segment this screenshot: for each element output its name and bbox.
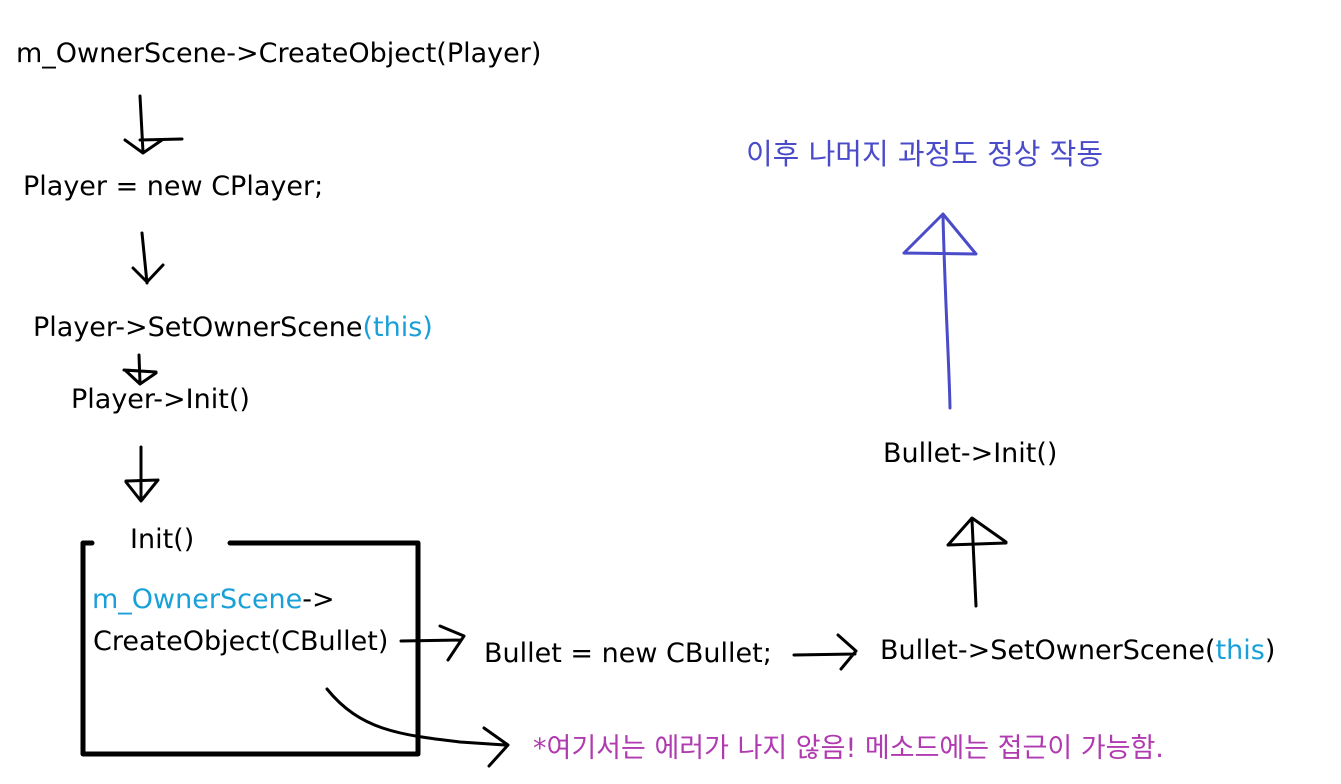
init-box-outline (80, 540, 421, 757)
step-bullet-init: Bullet->Init() (883, 438, 1058, 469)
init-box-line1: m_OwnerScene-> (92, 586, 335, 613)
curve-arrow-to-note (325, 687, 510, 768)
down-arrow-3 (122, 353, 158, 386)
owner-scene-member: m_OwnerScene (92, 584, 303, 615)
note-remaining-steps: 이후 나머지 과정도 정상 작동 (746, 137, 1104, 171)
step-create-object-player: m_OwnerScene->CreateObject(Player) (16, 38, 542, 69)
down-arrow-2 (131, 231, 165, 285)
right-arrow-to-new-bullet (399, 624, 466, 662)
this-argument: (this) (362, 312, 433, 343)
init-box-line2: CreateObject(CBullet) (93, 626, 389, 657)
set-owner-scene-call: Player->SetOwnerScene (33, 312, 363, 343)
down-arrow-4 (124, 445, 160, 503)
step-set-owner-scene: Player->SetOwnerScene(this) (33, 314, 433, 341)
bullet-close-paren: ) (1264, 635, 1276, 666)
step-new-cbullet: Bullet = new CBullet; (484, 638, 772, 669)
step-player-init: Player->Init() (71, 384, 250, 415)
init-box-title: Init() (130, 524, 195, 555)
note-no-error: *여기서는 에러가 나지 않음! 메소드에는 접근이 가능함. (533, 733, 1164, 764)
up-arrow-blue (902, 212, 978, 410)
bullet-set-owner-call: Bullet->SetOwnerScene( (880, 635, 1216, 666)
step-new-cplayer: Player = new CPlayer; (23, 171, 324, 202)
up-arrow-to-init (946, 516, 1008, 608)
step-bullet-set-owner: Bullet->SetOwnerScene(this) (880, 637, 1275, 664)
right-arrow-to-set-owner (792, 633, 858, 671)
arrow-operator: -> (302, 584, 335, 615)
down-arrow-1 (123, 94, 184, 155)
bullet-this-argument: this (1215, 635, 1265, 666)
